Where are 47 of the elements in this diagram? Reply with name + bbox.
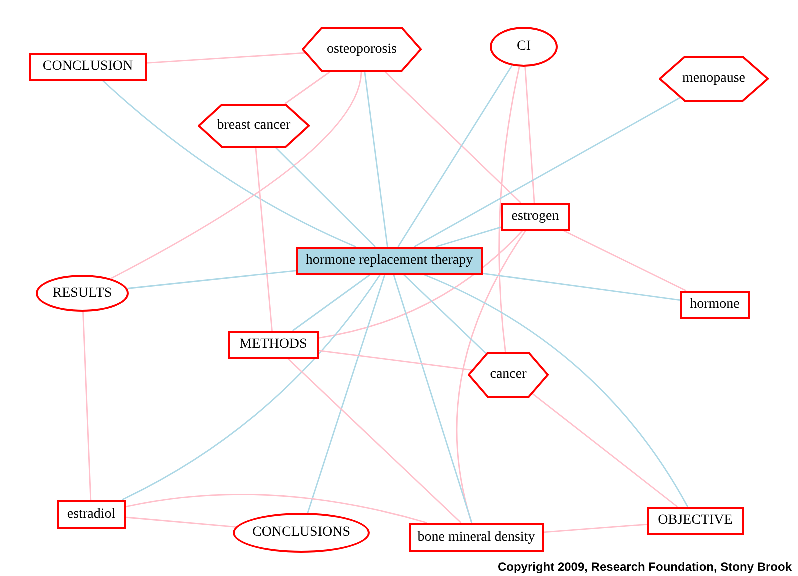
term-box: bone mineral density (409, 523, 544, 552)
term-box: estradiol (57, 500, 126, 529)
connector-line (82, 312, 92, 500)
term-hexagon: breast cancer (198, 104, 310, 148)
connector-line (110, 72, 362, 280)
connector-line (276, 148, 376, 248)
connector-line (126, 494, 428, 524)
connector-line (122, 274, 381, 501)
connector-line (146, 52, 306, 64)
term-hexagon: cancer (468, 352, 549, 398)
connector-line (404, 274, 487, 354)
connector-line (524, 66, 536, 204)
term-box: hormone replacement therapy (296, 247, 483, 275)
term-box: estrogen (501, 203, 570, 231)
connector-line (564, 230, 687, 292)
copyright-note: Copyright 2009, Research Foundation, Stony Brook (498, 561, 792, 573)
term-hexagon: menopause (659, 56, 769, 102)
connector-line (414, 97, 681, 248)
connector-line (318, 230, 524, 339)
term-box: METHODS (228, 331, 319, 359)
term-box: OBJECTIVE (647, 507, 744, 535)
connector-line (126, 516, 236, 528)
connector-line (307, 274, 386, 514)
term-ellipse: CONCLUSIONS (233, 513, 370, 553)
connector-line (532, 393, 678, 508)
connector-line (318, 350, 472, 372)
term-box: CONCLUSION (29, 53, 147, 81)
connector-line (292, 274, 371, 332)
term-ellipse: RESULTS (36, 275, 129, 312)
connector-line (398, 65, 513, 248)
connector-line (424, 274, 689, 508)
connector-line (255, 148, 273, 332)
connector-line (436, 226, 502, 248)
connector-line (384, 72, 522, 204)
connector-line (393, 274, 473, 524)
connector-line (544, 524, 648, 534)
term-ellipse: CI (490, 27, 558, 67)
connector-line (284, 71, 331, 105)
connector-line (288, 358, 462, 524)
term-hexagon: osteoporosis (302, 27, 422, 72)
connector-line (456, 230, 526, 524)
connector-line (102, 80, 356, 248)
connector-line (127, 270, 296, 290)
connector-line (482, 272, 680, 301)
connector-line (498, 66, 520, 352)
term-box: hormone (680, 291, 750, 319)
connector-line (364, 72, 388, 248)
